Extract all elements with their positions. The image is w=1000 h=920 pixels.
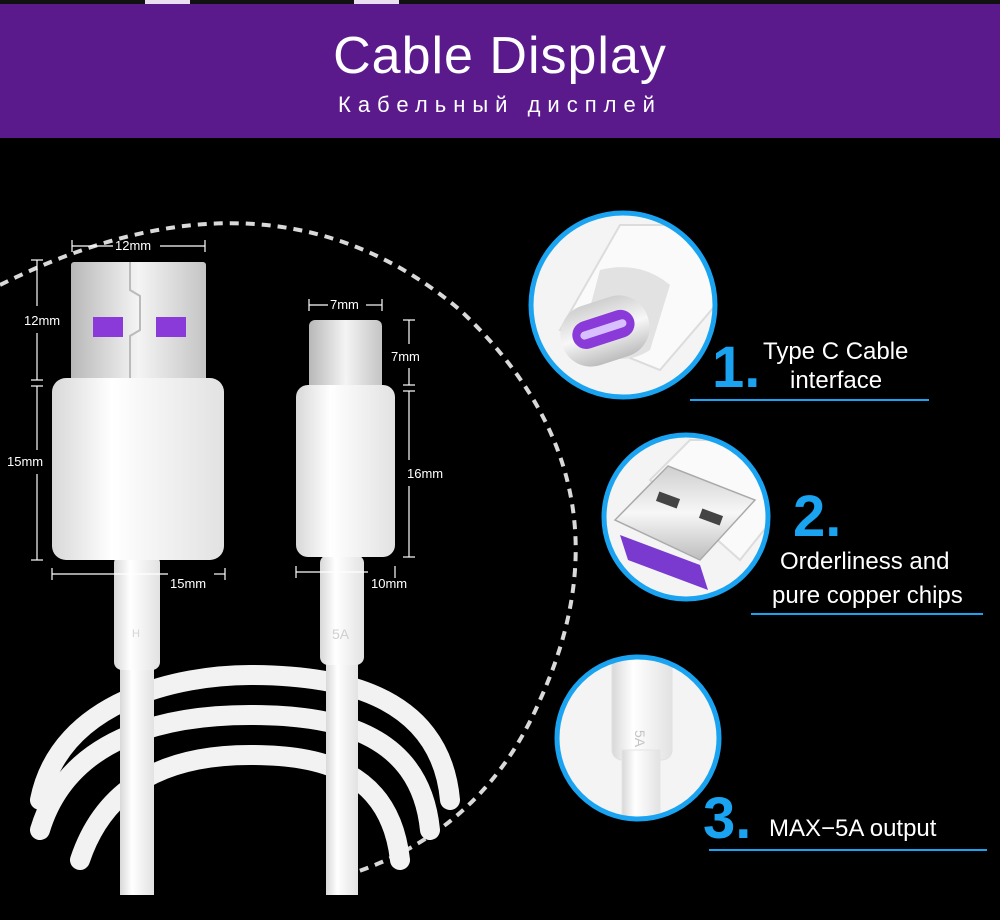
feature-1-line1: Type C Cable — [763, 338, 909, 365]
header-banner: Cable Display Кабельный дисплей — [0, 0, 1000, 138]
page-subtitle: Кабельный дисплей — [338, 92, 662, 117]
typec-cable-mark: 5A — [332, 626, 350, 642]
feature-1-underline — [690, 399, 929, 401]
dim-usb-plug-height: 12mm — [24, 313, 61, 328]
dim-typec-plug-width: 7mm — [330, 297, 359, 312]
detail-circle-type-c — [528, 210, 718, 400]
coiled-cable — [30, 664, 460, 870]
page-title: Cable Display — [333, 27, 667, 85]
dim-usb-body-width: 15mm — [170, 576, 207, 591]
feature-2-line1: Orderliness and — [780, 548, 950, 575]
detail-circle-5a-mark: 5A — [554, 654, 722, 822]
feature-3-underline — [709, 849, 987, 851]
dim-typec-body-width: 10mm — [371, 576, 408, 591]
banner-top-strip — [0, 0, 1000, 4]
dim-usb-body-height: 15mm — [7, 454, 44, 469]
feature-2-line2: pure copper chips — [772, 582, 963, 609]
feature-2-underline — [751, 613, 983, 615]
type-c-connector — [296, 320, 395, 895]
dim-usb-plug-width: 12mm — [115, 238, 152, 253]
detail-circle-usb-a — [601, 432, 771, 602]
banner-tab-right — [354, 0, 399, 4]
dashed-arc — [0, 221, 578, 882]
feature-1-number: 1. — [712, 335, 761, 400]
usb-a-connector — [52, 262, 224, 895]
banner-tab-left — [145, 0, 190, 4]
usb-cable-mark: H — [132, 628, 140, 640]
feature-3-number: 3. — [703, 786, 752, 851]
dimension-lines — [31, 240, 415, 580]
svg-text:5A: 5A — [632, 730, 648, 748]
dim-typec-plug-height: 7mm — [391, 349, 420, 364]
dim-typec-body-height: 16mm — [407, 466, 444, 481]
feature-2-number: 2. — [793, 484, 842, 549]
feature-1-line2: interface — [790, 367, 883, 394]
feature-3-line1: MAX−5A output — [769, 815, 937, 842]
